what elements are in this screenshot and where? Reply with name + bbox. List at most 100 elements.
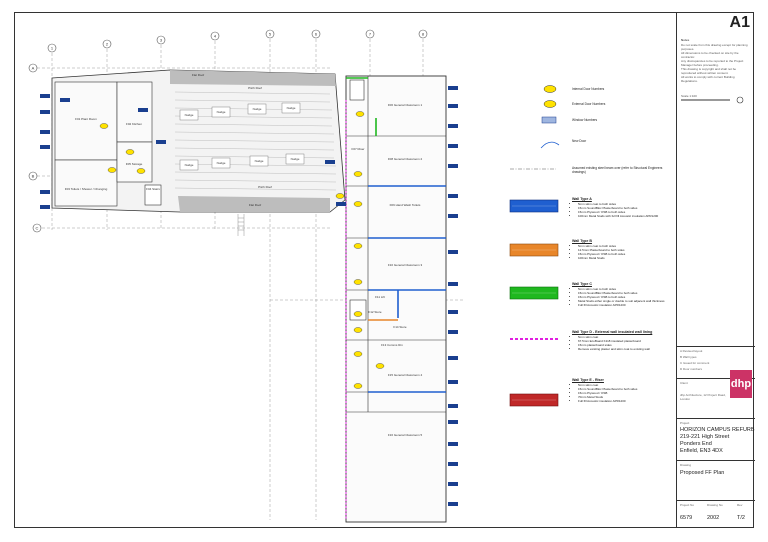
grid-label-c: C xyxy=(36,226,39,231)
grid-label-1: 1 xyxy=(51,46,54,51)
wall-type-title: Wall Type E - Riser xyxy=(572,378,604,382)
wall-spec: Full fill Acoustic insulation APR1200 xyxy=(578,303,672,307)
north-arrow-icon xyxy=(736,96,744,104)
roof-label: Nudge xyxy=(287,106,296,110)
revision-table: A Revised layout B Wall types C Issued f… xyxy=(677,346,755,378)
roof-label: Nudge xyxy=(255,159,264,163)
grid-bubble xyxy=(47,43,57,53)
revision-code: T/2 xyxy=(737,515,745,521)
grid-bubble xyxy=(28,171,38,181)
grid-label-2: 2 xyxy=(106,42,109,47)
legend-external-door: External Door Numbers xyxy=(572,102,606,106)
wall-type-e: Wall Type E - Riser 5mm skim coat 15mm S… xyxy=(572,378,672,403)
grid-label-b: B xyxy=(32,174,35,179)
roof-label: Nudge xyxy=(185,163,194,167)
wall-type-title: Wall Type A xyxy=(572,197,592,201)
grid-bubble xyxy=(210,31,220,41)
wall-spec: 100mm Metal Studs with full fill Acousti… xyxy=(578,214,672,218)
wall-type-a: Wall Type A 5mm skim coat to both sides … xyxy=(572,197,672,218)
roof-label: Pitch Roof xyxy=(248,86,262,90)
wall-spec: 15mm Plywood / OSB to both sides xyxy=(578,295,672,299)
room-label: F12 Store xyxy=(368,310,382,314)
left-wing: Flat Roof Pitch Roof Nudge Nudge Nudge N… xyxy=(51,69,346,236)
roof-label: Flat Roof xyxy=(249,203,261,207)
grid-bubble xyxy=(32,223,42,233)
note: All works to comply with current Buildin… xyxy=(681,75,735,83)
grid-label-7: 7 xyxy=(369,32,372,37)
room-label: F14 Store xyxy=(393,325,407,329)
wall-type-title: Wall Type C xyxy=(572,282,592,286)
revision-label: Rev xyxy=(737,503,743,507)
room-label: F09 Hand Wash Toilets xyxy=(390,203,421,207)
room-label: F06 General Classroom 1 xyxy=(388,103,423,107)
grid-label-5: 5 xyxy=(269,32,272,37)
window-symbol xyxy=(541,116,557,124)
wall-spec: Remove existing plaster and skim coat to… xyxy=(578,347,672,351)
wall-spec: 15mm Plywood / OSB xyxy=(578,391,672,395)
legend-new-door: New Door xyxy=(572,139,587,143)
wall-spec: 5mm skim coat to both sides xyxy=(578,287,672,291)
room-label: F15 General Classroom 4 xyxy=(388,373,423,377)
grid-label-a: A xyxy=(32,66,35,71)
project-name: HORIZON CAMPUS REFURB xyxy=(680,427,755,433)
wall-spec: 5mm skim coat xyxy=(578,383,672,387)
grid-label-3: 3 xyxy=(160,38,163,43)
roof-label: Nudge xyxy=(291,157,300,161)
grid-bubble xyxy=(418,29,428,39)
internal-door-symbol xyxy=(543,85,557,93)
room-label: F05 Storage xyxy=(126,162,143,166)
wall-spec: 15mm plasterboard sides xyxy=(578,343,672,347)
roof-label: Pitch Roof xyxy=(258,185,272,189)
grid-bubble xyxy=(28,63,38,73)
sheet-size: A1 xyxy=(729,14,750,31)
wall-spec: Metal Studs either single or double to s… xyxy=(578,299,672,303)
wall-spec: 100mm Metal Studs xyxy=(578,256,672,260)
room-label: F04 Stairs xyxy=(146,187,160,191)
wall-spec: 15mm Plywood / OSB to both sides xyxy=(578,252,672,256)
grid-label-8: 8 xyxy=(422,32,425,37)
roof-label: Nudge xyxy=(217,110,226,114)
drawing-cell: Drawing Proposed FF Plan xyxy=(677,460,755,500)
note: This drawing is copyright and shall not … xyxy=(681,67,737,75)
wall-type-b: Wall Type B 5mm skim coat to both sides … xyxy=(572,239,672,260)
drawing-number-cell: Project No Drawing No Rev 6579 2002 T/2 xyxy=(677,500,755,528)
scale-label: Scale 1:100 xyxy=(681,94,697,98)
grid-label-6: 6 xyxy=(315,32,318,37)
room-label: F13 Comms Rm xyxy=(381,343,403,347)
room-label: F03 Toilets / Shower / Changing xyxy=(65,187,108,191)
wall-spec: 5mm skim coat xyxy=(578,335,672,339)
wall-spec: Full fill Acoustic insulation APR1200 xyxy=(578,399,672,403)
new-door-symbol xyxy=(540,141,560,149)
sheet-border xyxy=(14,12,754,528)
drawing-title: Proposed FF Plan xyxy=(680,470,725,476)
legend-internal-door: Internal Door Numbers xyxy=(572,87,605,91)
wall-spec: 15mm SoundBloc Plasterboard to both side… xyxy=(578,206,672,210)
roof-label: Flat Roof xyxy=(192,73,204,77)
room-label: F11 Lift xyxy=(375,295,385,299)
note: All dimensions to be checked on site by … xyxy=(681,51,739,59)
project-cell: Project HORIZON CAMPUS REFURB 219-221 Hi… xyxy=(677,418,755,460)
project-address: Enfield, EN3 4DX xyxy=(680,448,723,454)
external-door-symbol xyxy=(543,100,557,108)
drawing-number: 2002 xyxy=(707,515,720,521)
room-label: F01 Plant Room xyxy=(75,117,97,121)
grid-bubble xyxy=(265,29,275,39)
wall-type-title: Wall Type B xyxy=(572,239,592,243)
wall-spec: 15mm SoundBloc Plasterboard to both side… xyxy=(578,387,672,391)
client-cell: Client dhp Architecture, 12 Project Road… xyxy=(677,378,755,418)
room-label: F07 Riser xyxy=(351,147,364,151)
legend-beam: Assumed existing steel beam over (refer … xyxy=(572,166,663,174)
wall-type-c: Wall Type C 5mm skim coat to both sides … xyxy=(572,282,672,307)
wall-spec: 15mm SoundBloc Plasterboard to both side… xyxy=(578,291,672,295)
project-address: 219-221 High Street xyxy=(680,434,730,440)
room-label: F16 General Classroom 5 xyxy=(388,433,423,437)
wall-spec: 12.5mm Plasterboard to both sides xyxy=(578,248,672,252)
practice-address: dhp Architecture, 12 Project Road, Londo… xyxy=(680,393,726,401)
notes-heading: Notes xyxy=(681,38,690,42)
wall-spec: 67.5mm EcoBoard K118 insulated plasterbo… xyxy=(578,339,672,343)
wall-type-d: Wall Type D - External wall insulated wa… xyxy=(572,330,672,351)
grid-bubble xyxy=(365,29,375,39)
project-address: Ponders End xyxy=(680,441,712,447)
